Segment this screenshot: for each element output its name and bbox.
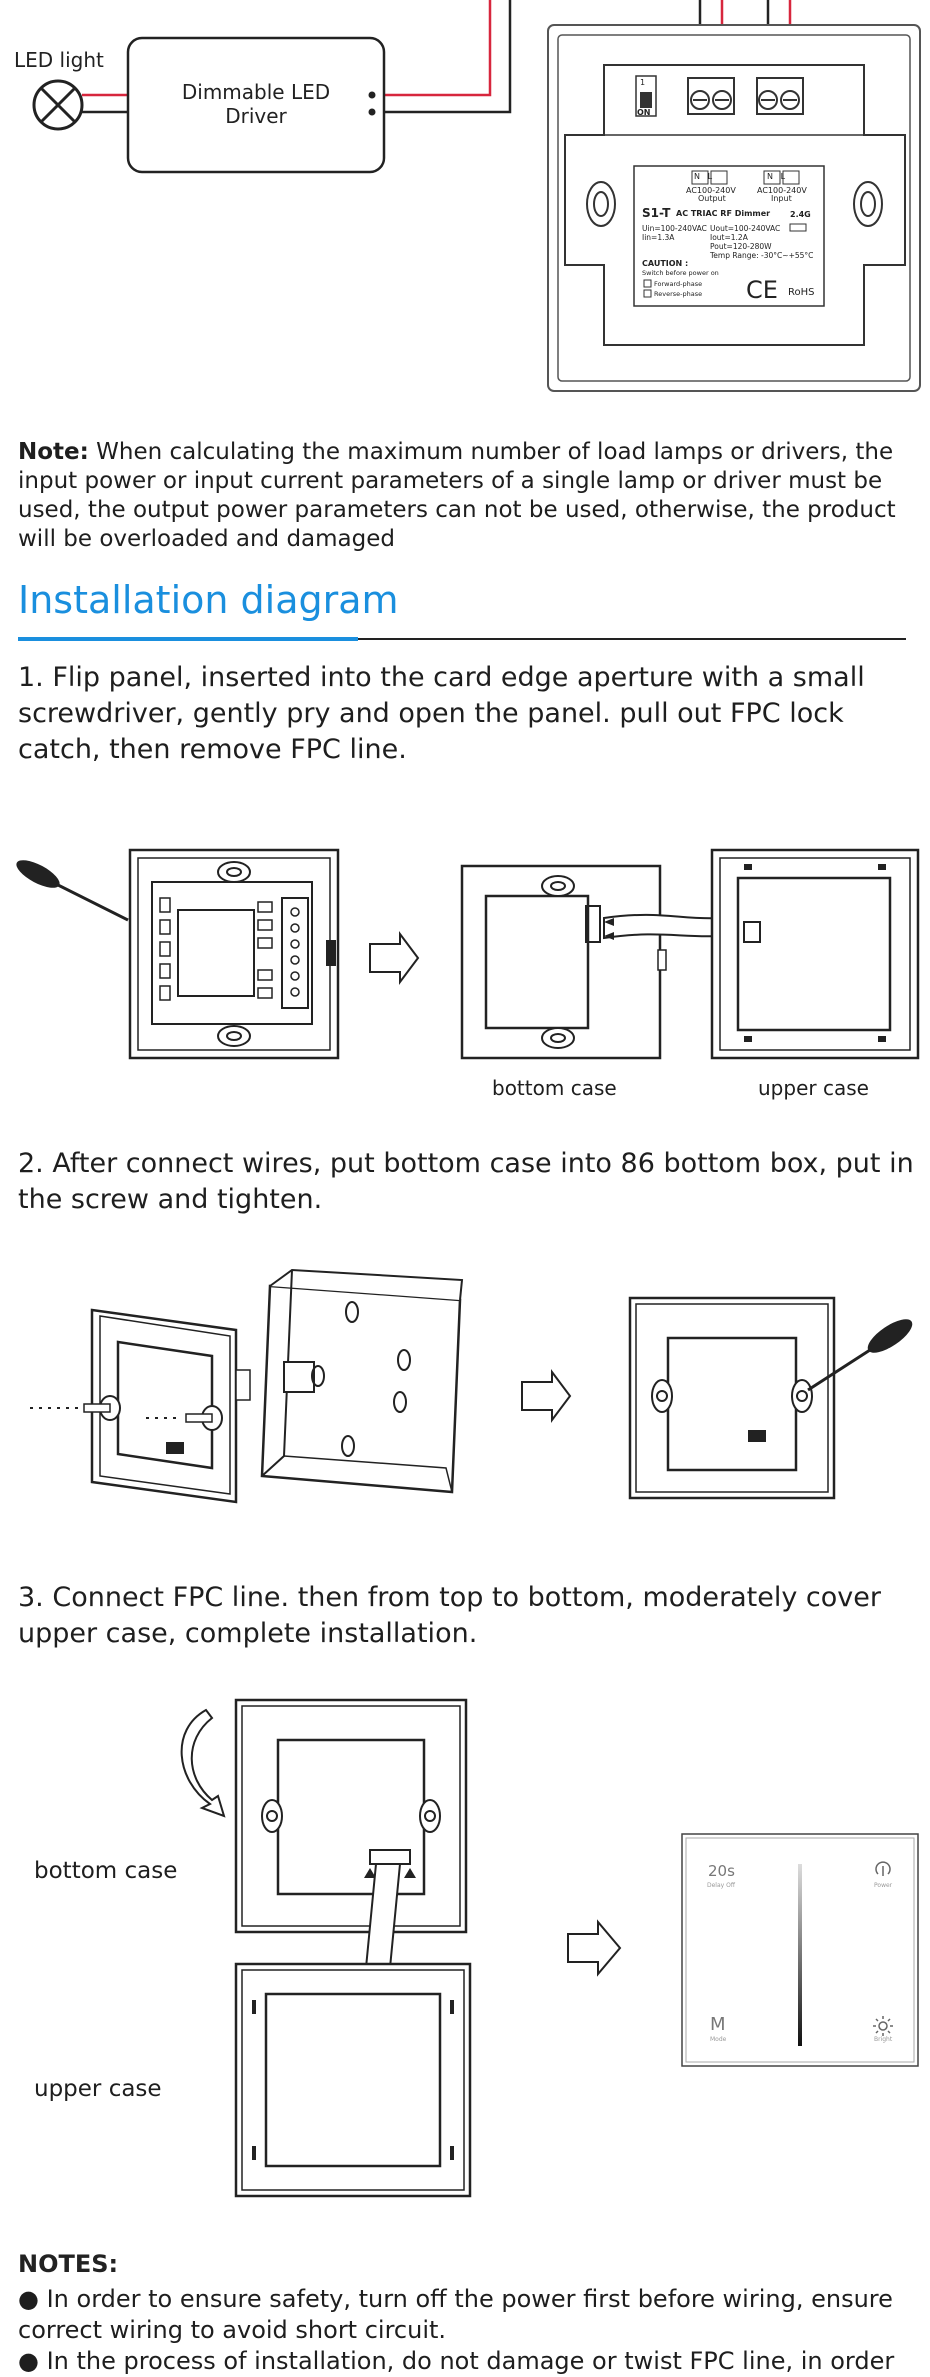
dimmer-back-view [547,24,921,392]
spec-uout: Uout=100-240VAC [710,224,781,233]
spec-iout: Iout=1.2A [710,233,748,242]
caution-label: CAUTION : [642,259,689,268]
dip-switch-on-label: ON [637,108,651,117]
screw-icon-2 [185,1405,223,1431]
panel-power-sub: Power [874,1882,893,1889]
step-3-bottom-case-caption: bottom case [34,1858,178,1884]
step-1-bottom-case-caption: bottom case [492,1076,617,1100]
wiring-diagram [32,0,921,392]
driver-label-line1: Dimmable LED [181,80,331,104]
forward-phase-label: Forward-phase [654,280,703,288]
curved-arrow-icon [180,1708,226,1818]
spec-iin: Iin=1.3A [642,233,675,242]
section-rule [18,638,906,640]
spec-temp: Temp Range: -30°C~+55°C [710,251,814,260]
step-1-illustration [16,848,920,1060]
input-voltage-label: AC100-240V [757,186,807,195]
right-arrow-icon-2 [521,1369,572,1423]
driver-box [126,36,386,174]
panel-bright-sub: Bright [874,2036,893,2043]
power-icon [875,1861,891,1876]
bullet-icon: ● [18,2285,39,2313]
panel-timer-sub: Delay Off [707,1882,735,1889]
screwdriver-icon [16,860,129,922]
output-label: Output [698,194,726,203]
reverse-phase-label: Reverse-phase [654,290,703,298]
wall-box [260,1268,464,1494]
note-text: When calculating the maximum number of l… [18,439,896,552]
input-nl-label: N L [767,172,786,181]
input-label: Input [771,194,792,203]
rohs-mark: RoHS [788,287,815,298]
spec-uin: Uin=100-240VAC [642,224,707,233]
section-title: Installation diagram [18,578,399,622]
step-3-illustration [180,1698,919,2198]
notes-title: NOTES: [18,2250,119,2278]
dip-switch-label: 1 [640,78,646,87]
screw-icon [83,1395,121,1421]
panel-timer-label: 20s [708,1862,735,1880]
ce-mark: CE [746,276,778,304]
notes-item-1: ● In order to ensure safety, turn off th… [18,2284,918,2346]
freq-label: 2.4G [790,210,811,219]
step-3-upper-case-caption: upper case [34,2076,162,2102]
notes-item-1-text: In order to ensure safety, turn off the … [18,2285,893,2344]
brightness-slider [798,1864,802,2046]
led-lamp-icon [32,79,84,131]
output-voltage-label: AC100-240V [686,186,736,195]
bullet-icon-2: ● [18,2347,39,2375]
step-1-text: 1. Flip panel, inserted into the card ed… [18,662,865,765]
step-3-text: 3. Connect FPC line. then from top to bo… [18,1582,881,1649]
output-nl-label: N L [694,172,713,181]
led-light-label: LED light [14,48,104,72]
spec-pout: Pout=120-280W [710,242,772,251]
model-label: S1-T [642,206,671,220]
notes-item-2: ● In the process of installation, do not… [18,2346,918,2377]
note-paragraph: Note: When calculating the maximum numbe… [18,438,928,554]
section-rule-accent [18,637,358,641]
notes-item-2-text: In the process of installation, do not d… [46,2347,895,2375]
model-desc-label: AC TRIAC RF Dimmer [676,209,771,218]
step-2-illustration [30,1268,913,1504]
step-2-text: 2. After connect wires, put bottom case … [18,1148,914,1215]
brightness-icon [873,2016,893,2036]
step-1-upper-case-caption: upper case [758,1076,869,1100]
note-label: Note: [18,439,89,465]
right-arrow-icon [369,931,420,985]
panel-mode-sub: Mode [710,2036,727,2043]
caution-text: Switch before power on [642,269,719,277]
driver-label-line2: Driver [225,104,287,128]
panel-mode-label: M [710,2014,726,2035]
right-arrow-icon-3 [567,1919,622,1977]
